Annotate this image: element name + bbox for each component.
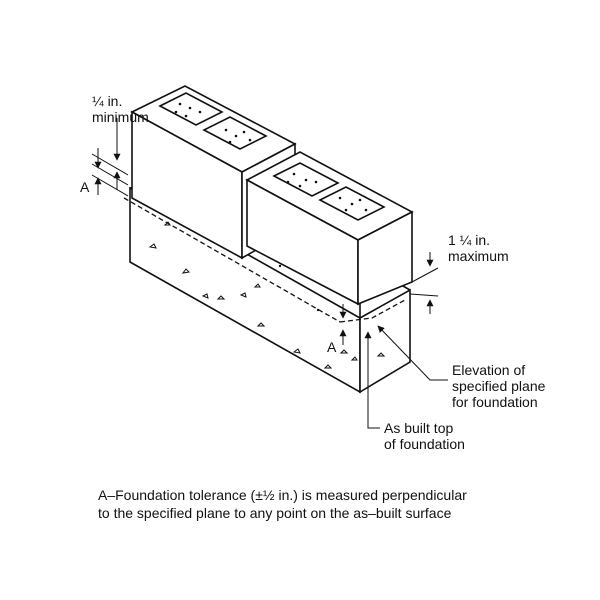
max-label-line2: maximum: [448, 248, 509, 264]
specified-plane: [123, 197, 406, 323]
foundation-end-face: [359, 288, 411, 394]
left-dimension-marks: [91, 118, 129, 197]
max-label-line1: 1 ¼ in.: [448, 232, 490, 248]
specified-plane-front: [123, 197, 341, 323]
quarter-min-label-line1: ¼ in.: [92, 93, 122, 109]
right-dimension-marks: [339, 252, 439, 345]
as-built-label-line2: of foundation: [384, 436, 465, 452]
a-left-label: A: [80, 179, 90, 195]
elevation-label-line1: Elevation of: [452, 362, 525, 378]
block-left-core-1: [158, 92, 224, 126]
elevation-leader: [377, 325, 448, 381]
as-built-label-line1: As built top: [384, 420, 453, 436]
specified-plane-back: [339, 299, 406, 323]
caption-line2: to the specified plane to any point on t…: [98, 505, 452, 521]
caption-line1: A–Foundation tolerance (±½ in.) is measu…: [98, 487, 467, 503]
as-built-leader: [364, 331, 380, 429]
block-right: [245, 151, 414, 306]
elevation-label-line3: for foundation: [452, 394, 538, 410]
a-right-label: A: [327, 339, 337, 355]
quarter-min-label-line2: minimum: [92, 109, 149, 125]
elevation-label-line2: specified plane: [452, 378, 546, 394]
